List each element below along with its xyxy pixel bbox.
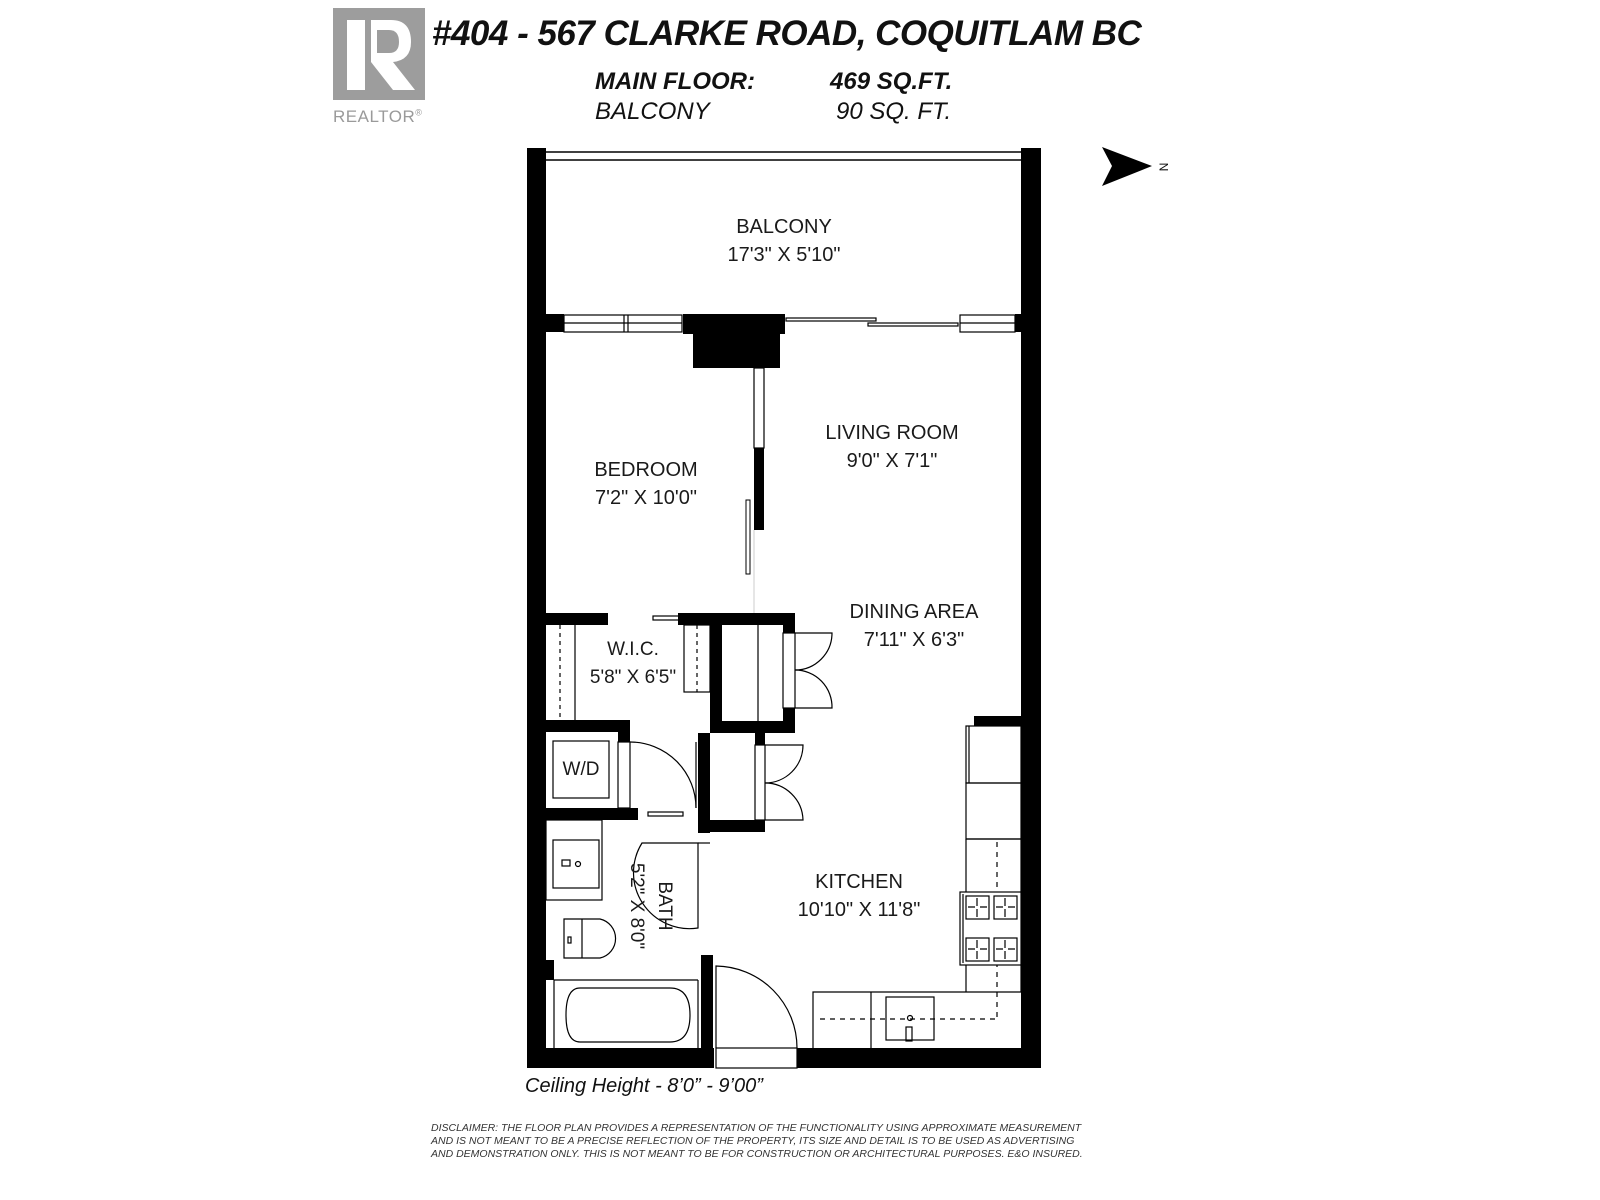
room-name: BEDROOM — [594, 459, 698, 481]
area-label: MAIN FLOOR: — [595, 68, 755, 95]
bedroom-partition — [745, 367, 765, 615]
registered-mark: ® — [415, 107, 423, 118]
room-dims: 9'0" X 7'1" — [846, 450, 938, 472]
room-bedroom: BEDROOM 7'2" X 10'0" — [594, 456, 697, 512]
compass-north-label: N — [1156, 162, 1171, 172]
ceiling-height: Ceiling Height - 8’0” - 9’00” — [525, 1075, 763, 1097]
disclaimer-line: AND DEMONSTRATION ONLY. THIS IS NOT MEAN… — [431, 1148, 1083, 1160]
room-name: DINING AREA — [849, 601, 979, 623]
room-dims: 5'8" X 6'5" — [589, 667, 677, 688]
room-dims: 7'2" X 10'0" — [595, 487, 697, 509]
logo-text: REALTOR — [333, 107, 416, 126]
room-dims: 7'11" X 6'3" — [863, 629, 965, 651]
disclaimer-line: DISCLAIMER: THE FLOOR PLAN PROVIDES A RE… — [431, 1122, 1082, 1134]
room-name: W/D — [562, 759, 600, 780]
area-label: BALCONY — [595, 98, 710, 125]
exterior-walls — [527, 148, 1041, 1068]
area-value: 469 SQ.FT. — [830, 68, 953, 95]
room-name: BATH — [654, 881, 675, 931]
disclaimer-line: AND IS NOT MEANT TO BE A PRECISE REFLECT… — [431, 1135, 1075, 1147]
sliding-door — [785, 317, 959, 327]
room-kitchen: KITCHEN 10'10" X 11'8" — [798, 868, 921, 924]
room-name: LIVING ROOM — [825, 422, 959, 444]
room-name: BALCONY — [736, 216, 832, 238]
room-bath: BATH 5'2" X 8'0" — [622, 863, 678, 949]
room-living: LIVING ROOM 9'0" X 7'1" — [825, 419, 958, 475]
room-balcony: BALCONY 17'3" X 5'10" — [727, 213, 840, 269]
interior-walls — [546, 613, 1021, 1048]
room-name: W.I.C. — [607, 639, 659, 660]
room-dining: DINING AREA 7'11" X 6'3" — [850, 598, 979, 654]
room-laundry: W/D — [563, 756, 600, 784]
north-arrow-icon — [1102, 147, 1152, 186]
room-dims: 17'3" X 5'10" — [727, 244, 841, 266]
room-wic: W.I.C. 5'8" X 6'5" — [590, 636, 676, 692]
room-dims: 10'10" X 11'8" — [797, 899, 921, 921]
page-title: #404 - 567 CLARKE ROAD, COQUITLAM BC — [432, 14, 1142, 53]
disclaimer: DISCLAIMER: THE FLOOR PLAN PROVIDES A RE… — [431, 1122, 1151, 1161]
area-value: 90 SQ. FT. — [836, 98, 952, 125]
realtor-logo: REALTOR® — [333, 8, 433, 126]
realtor-r-icon — [333, 8, 425, 100]
windows — [563, 314, 1016, 333]
room-name: KITCHEN — [815, 871, 903, 893]
room-dims: 5'2" X 8'0" — [626, 862, 647, 950]
